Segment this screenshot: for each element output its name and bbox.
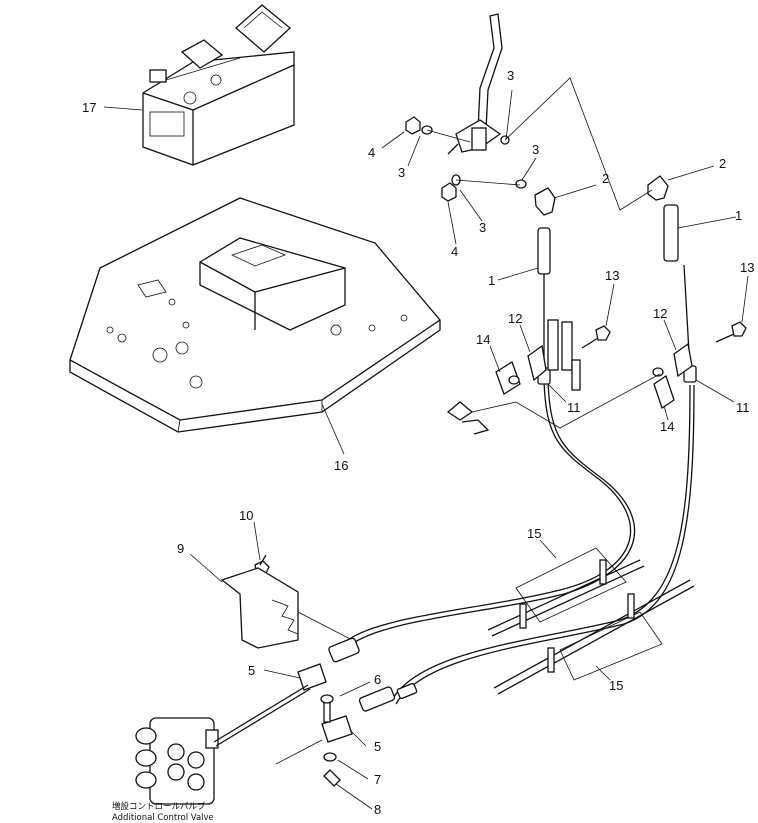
callout-14b: 14 — [660, 419, 674, 434]
callout-2b: 2 — [719, 156, 726, 171]
control-lever — [447, 13, 503, 155]
callout-13b: 13 — [740, 260, 754, 275]
battery-box — [142, 4, 295, 166]
callout-3d: 3 — [479, 220, 486, 235]
callout-labels: 17 16 3 4 3 3 3 4 2 2 1 1 13 13 12 12 14… — [82, 68, 754, 817]
cable-ends — [297, 637, 418, 743]
callout-16: 16 — [334, 458, 348, 473]
frame-rods — [487, 547, 695, 695]
plates — [495, 361, 675, 410]
callout-4b: 4 — [451, 244, 458, 259]
leader-lines — [103, 89, 749, 810]
callout-4a: 4 — [368, 145, 375, 160]
callout-11b: 11 — [736, 400, 750, 415]
callout-12a: 12 — [508, 311, 522, 326]
callout-3b: 3 — [398, 165, 405, 180]
callout-15b: 15 — [609, 678, 623, 693]
callout-5b: 5 — [374, 739, 381, 754]
callout-15a: 15 — [527, 526, 541, 541]
bracket — [220, 567, 357, 649]
callout-1b: 1 — [488, 273, 495, 288]
washer-pin — [323, 752, 341, 787]
elbow-fittings — [534, 175, 669, 216]
valve-blocks — [547, 319, 581, 391]
callout-7: 7 — [374, 772, 381, 787]
callout-1a: 1 — [735, 208, 742, 223]
callout-13a: 13 — [605, 268, 619, 283]
callout-12b: 12 — [653, 306, 667, 321]
control-valve — [135, 684, 323, 805]
callout-17: 17 — [82, 100, 96, 115]
callout-3a: 3 — [507, 68, 514, 83]
caption-english: Additional Control Valve — [112, 813, 214, 823]
callout-14a: 14 — [476, 332, 490, 347]
wire-clips — [446, 373, 661, 435]
cable-right — [391, 204, 695, 705]
callout-10: 10 — [239, 508, 253, 523]
caption-japanese: 増設コントロールバルブ — [112, 801, 206, 812]
callout-3c: 3 — [532, 142, 539, 157]
cable-clamps — [527, 342, 697, 385]
callout-11a: 11 — [567, 400, 581, 415]
callout-6: 6 — [374, 672, 381, 687]
floor-plate — [69, 197, 441, 433]
callout-9: 9 — [177, 541, 184, 556]
callout-2a: 2 — [602, 171, 609, 186]
callout-8: 8 — [374, 802, 381, 817]
callout-5a: 5 — [248, 663, 255, 678]
lever-hardware — [405, 116, 527, 202]
